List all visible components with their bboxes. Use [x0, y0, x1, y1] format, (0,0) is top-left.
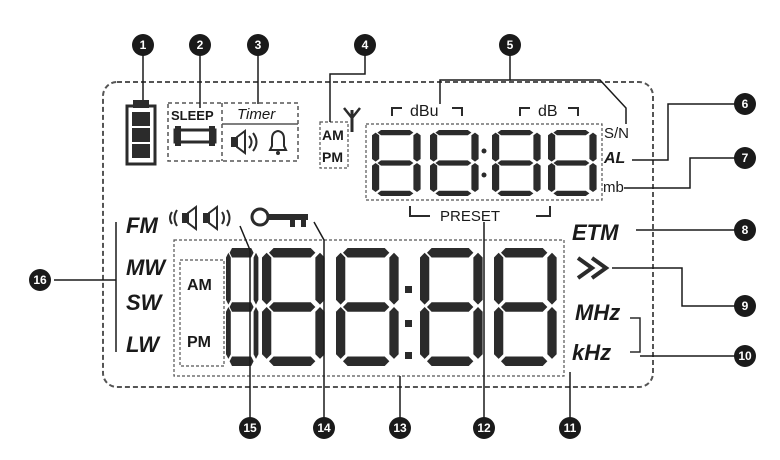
lw-label: LW	[126, 332, 161, 357]
callout-number: 8	[742, 223, 749, 237]
callout-number: 13	[393, 421, 407, 435]
callout-number: 11	[564, 421, 577, 435]
callout-number: 4	[362, 38, 369, 52]
band-labels: FM MW SW LW	[126, 213, 167, 357]
callout-11: 11	[559, 417, 581, 439]
callout-13: 13	[389, 417, 411, 439]
battery-icon	[125, 100, 157, 166]
callout-number: 16	[33, 273, 47, 287]
callout-2: 2	[189, 34, 211, 56]
callout-number: 9	[742, 299, 749, 313]
loudspeaker-icon	[169, 205, 231, 231]
callout-number: 12	[477, 421, 491, 435]
callout-number: 5	[507, 38, 514, 52]
callout-12: 12	[473, 417, 495, 439]
callout-number: 15	[243, 421, 257, 435]
sleep-timer-box: SLEEP Timer	[167, 102, 299, 162]
callout-5: 5	[499, 34, 521, 56]
small-digit-2	[430, 130, 479, 196]
mw-label: MW	[126, 255, 167, 280]
leader-lines	[54, 55, 745, 420]
callout-10: 10	[734, 345, 756, 367]
mb-label: mb	[603, 179, 624, 196]
callout-number: 10	[738, 349, 752, 363]
callout-1: 1	[132, 34, 154, 56]
big-digit-display	[173, 239, 565, 377]
dbu-label: dBu	[410, 103, 438, 120]
speaker-icon	[231, 129, 258, 155]
small-pm-label: PM	[322, 149, 343, 165]
etm-label: ETM	[572, 220, 619, 245]
small-digit-4	[548, 130, 597, 196]
big-digit-3	[336, 248, 399, 366]
small-digit-display	[365, 123, 603, 201]
callout-8: 8	[734, 219, 756, 241]
callout-number: 3	[255, 38, 262, 52]
mhz-label: MHz	[575, 300, 620, 325]
callout-3: 3	[247, 34, 269, 56]
preset-label: PRESET	[440, 208, 500, 225]
big-digit-5	[494, 248, 557, 366]
bell-icon	[268, 129, 288, 155]
callout-number: 2	[197, 38, 204, 52]
sn-label: S/N	[604, 125, 629, 142]
small-am-pm: AM PM	[319, 121, 349, 169]
callout-15: 15	[239, 417, 261, 439]
timer-label: Timer	[237, 106, 276, 123]
callout-7: 7	[734, 147, 756, 169]
callout-16: 16	[29, 269, 51, 291]
callout-9: 9	[734, 295, 756, 317]
big-digit-4	[420, 248, 483, 366]
big-digit-2	[262, 248, 325, 366]
small-digit-3	[492, 130, 541, 196]
callout-number: 6	[742, 97, 749, 111]
callout-number: 7	[742, 151, 749, 165]
big-am-label: AM	[187, 277, 212, 294]
callout-4: 4	[354, 34, 376, 56]
callout-14: 14	[313, 417, 335, 439]
sw-label: SW	[126, 290, 164, 315]
fast-forward-icon	[576, 256, 610, 280]
key-icon	[250, 207, 308, 227]
sleep-label: SLEEP	[171, 108, 214, 123]
small-digit-1	[372, 130, 421, 196]
db-label: dB	[538, 103, 558, 120]
big-digit-1	[226, 248, 259, 366]
callout-number: 1	[140, 38, 147, 52]
preset-indicator: PRESET	[409, 206, 551, 225]
bed-icon	[173, 126, 217, 146]
al-label: AL	[603, 150, 625, 167]
signal-units: dBu dB	[391, 103, 579, 120]
small-am-label: AM	[322, 127, 344, 143]
callout-number: 14	[317, 421, 331, 435]
callout-6: 6	[734, 93, 756, 115]
big-pm-label: PM	[187, 334, 211, 351]
antenna-icon	[343, 107, 361, 132]
fm-label: FM	[126, 213, 158, 238]
lcd-frame	[102, 81, 654, 388]
big-am-pm: AM PM	[179, 259, 225, 367]
khz-label: kHz	[572, 340, 611, 365]
